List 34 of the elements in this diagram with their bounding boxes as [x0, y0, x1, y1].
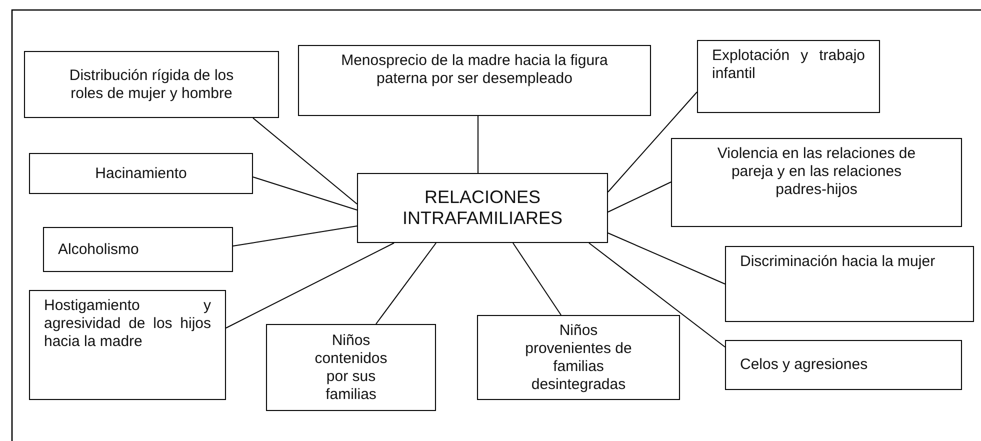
- concept-box: [43, 227, 233, 272]
- connector-line: [232, 226, 358, 246]
- concept-box: [697, 40, 880, 113]
- concept-text: Discriminación hacia la mujer: [740, 253, 936, 271]
- connector-line: [608, 182, 672, 212]
- concept-text: Explotación y trabajo infantil: [712, 47, 865, 83]
- central-concept-box: [357, 173, 608, 243]
- concept-text: Niños contenidos por sus familias: [314, 332, 388, 404]
- concept-box: [266, 324, 436, 411]
- connector-line: [608, 232, 726, 284]
- connector-line: [512, 242, 562, 316]
- concept-text: Menosprecio de la madre hacia la figura paterna por ser desempleado: [341, 52, 608, 88]
- concept-box: [29, 153, 253, 194]
- concept-box: [725, 340, 962, 390]
- concept-text: Distribución rígida de los roles de mujer y hombre: [68, 66, 235, 102]
- concept-text: Celos y agresiones: [740, 356, 869, 374]
- connector-line: [588, 242, 726, 348]
- connector-line: [608, 92, 698, 192]
- concept-text: Hostigamiento y agresividad de los hijos hacia la madre: [44, 297, 211, 351]
- concept-box: [725, 246, 974, 322]
- concept-box: [671, 138, 962, 227]
- concept-box: [29, 290, 226, 400]
- central-concept-text: RELACIONES INTRAFAMILIARES: [401, 187, 564, 229]
- connector-line: [252, 118, 358, 204]
- concept-text: Violencia en las relaciones de pareja y en las relaciones padres-hijos: [716, 145, 917, 199]
- concept-box: [477, 315, 680, 400]
- concept-text: Niños provenientes de familias desintegradas: [524, 322, 633, 394]
- connector-line: [376, 242, 436, 324]
- concept-box: [298, 45, 651, 116]
- concept-text: Hacinamiento: [94, 164, 188, 182]
- concept-text: Alcoholismo: [58, 240, 140, 258]
- connector-line: [226, 242, 394, 328]
- concept-box: [24, 51, 279, 118]
- connector-line: [252, 176, 358, 210]
